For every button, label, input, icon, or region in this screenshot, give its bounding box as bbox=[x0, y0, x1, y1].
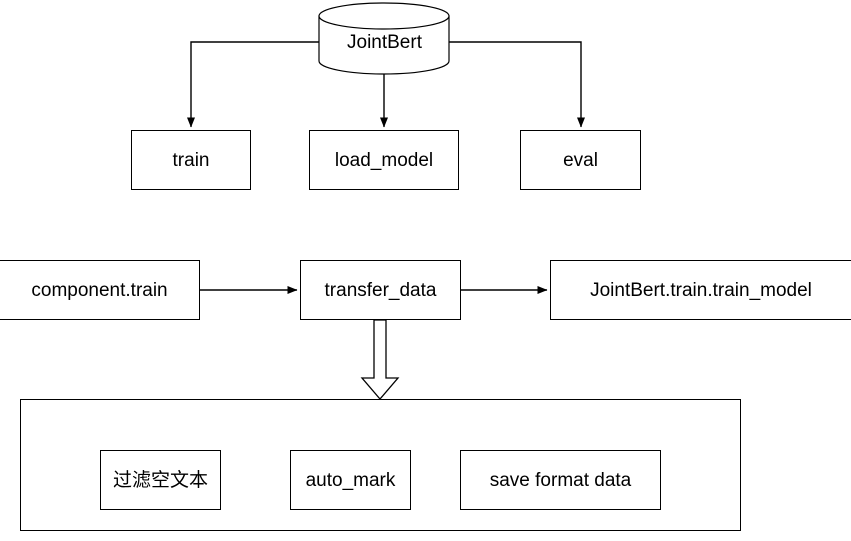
node-eval-label: eval bbox=[563, 149, 598, 171]
node-transfer-data[interactable]: transfer_data bbox=[300, 260, 461, 320]
node-component-train[interactable]: component.train bbox=[0, 260, 200, 320]
node-filter-empty-text-label: 过滤空文本 bbox=[112, 469, 208, 491]
node-transfer-data-label: transfer_data bbox=[324, 279, 437, 301]
node-save-format-data[interactable]: save format data bbox=[460, 450, 661, 510]
node-jointbert-train-train-model-label: JointBert.train.train_model bbox=[590, 279, 812, 301]
node-jointbert-train-train-model[interactable]: JointBert.train.train_model bbox=[550, 260, 851, 320]
node-load-model[interactable]: load_model bbox=[309, 130, 459, 190]
node-train[interactable]: train bbox=[131, 130, 251, 190]
edge-jointbert-to-train bbox=[187, 41, 319, 128]
node-auto-mark[interactable]: auto_mark bbox=[290, 450, 411, 510]
node-eval[interactable]: eval bbox=[520, 130, 641, 190]
node-save-format-data-label: save format data bbox=[489, 469, 632, 491]
node-load-model-label: load_model bbox=[334, 149, 434, 171]
node-auto-mark-label: auto_mark bbox=[305, 469, 396, 491]
edge-jointbert-to-eval bbox=[449, 41, 585, 128]
jointbert-cylinder-shape bbox=[318, 2, 450, 75]
block-arrow-transfer-data-to-detail-group bbox=[360, 319, 400, 400]
node-filter-empty-text[interactable]: 过滤空文本 bbox=[100, 450, 221, 510]
node-component-train-label: component.train bbox=[31, 279, 168, 301]
node-train-label: train bbox=[172, 149, 210, 171]
